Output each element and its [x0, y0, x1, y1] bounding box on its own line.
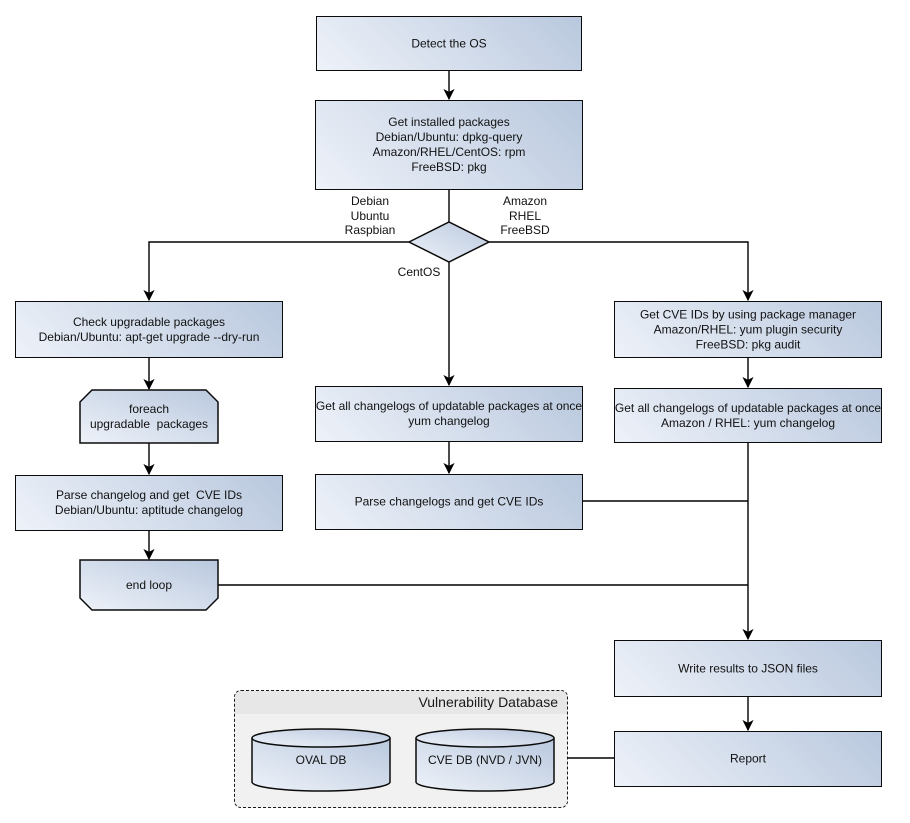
node-detect-os: Detect the OS	[316, 16, 582, 71]
node-check-upgradable-label: Check upgradable packages Debian/Ubuntu:…	[38, 314, 260, 344]
foreach-loop-shape	[79, 389, 219, 444]
node-parse-changelog-deb: Parse changelog and get CVE IDs Debian/U…	[15, 475, 283, 531]
node-report: Report	[614, 731, 882, 787]
cve-db-cylinder	[415, 728, 555, 792]
node-get-cve-ids-pkg-manager: Get CVE IDs by using package manager Ama…	[614, 301, 882, 358]
cve-db-label: CVE DB (NVD / JVN)	[427, 753, 543, 767]
vulnerability-database-title: Vulnerability Database	[418, 694, 558, 710]
node-get-changelogs-centos: Get all changelogs of updatable packages…	[315, 386, 583, 442]
node-get-installed-packages: Get installed packages Debian/Ubuntu: dp…	[315, 100, 583, 190]
branch-label-debian: Debian Ubuntu Raspbian	[344, 194, 396, 237]
edge-decision-to-check-upgradable	[143, 241, 409, 302]
node-parse-changelog-deb-label: Parse changelog and get CVE IDs Debian/U…	[54, 488, 244, 517]
oval-db-label: OVAL DB	[295, 753, 347, 767]
vulnerability-database-header	[235, 691, 567, 714]
node-get-changelogs-centos-label: Get all changelogs of updatable packages…	[315, 399, 583, 428]
foreach-loop-label: foreach upgradable packages	[89, 402, 209, 431]
end-loop-label: end loop	[125, 578, 173, 592]
node-write-json-label: Write results to JSON files	[678, 661, 818, 675]
node-get-installed-packages-label: Get installed packages Debian/Ubuntu: dp…	[372, 115, 526, 174]
node-get-changelogs-amazon-label: Get all changelogs of updatable packages…	[614, 400, 882, 430]
node-detect-os-label: Detect the OS	[411, 36, 487, 50]
node-write-json: Write results to JSON files	[614, 640, 882, 697]
node-parse-changelogs-centos: Parse changelogs and get CVE IDs	[315, 474, 583, 530]
node-get-changelogs-amazon: Get all changelogs of updatable packages…	[614, 388, 882, 443]
node-check-upgradable: Check upgradable packages Debian/Ubuntu:…	[15, 301, 283, 358]
branch-label-centos: CentOS	[397, 265, 441, 279]
branch-label-amazon: Amazon RHEL FreeBSD	[500, 194, 550, 237]
edge-decision-to-get-cve-ids	[489, 241, 754, 302]
node-parse-changelogs-centos-label: Parse changelogs and get CVE IDs	[354, 494, 544, 509]
node-get-cve-ids-pkg-manager-label: Get CVE IDs by using package manager Ama…	[639, 307, 857, 351]
node-report-label: Report	[729, 751, 767, 766]
os-decision-diamond	[407, 221, 491, 263]
end-loop-shape	[79, 559, 219, 611]
oval-db-cylinder	[251, 728, 391, 792]
